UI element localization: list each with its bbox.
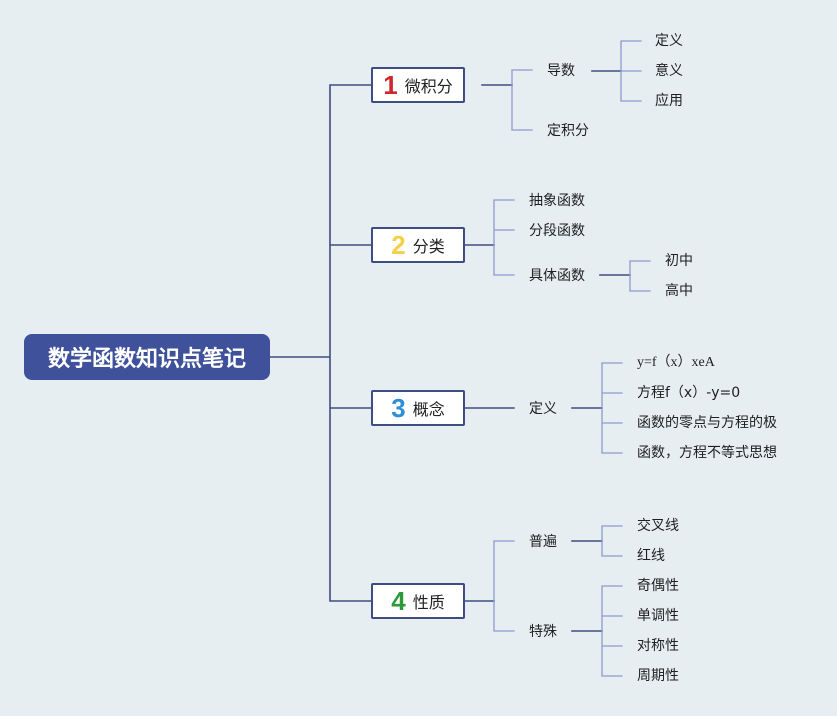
branch-label-1: 微积分 [404, 77, 453, 96]
leaf-jiaochaxian[interactable]: 交叉线 [637, 518, 679, 534]
connector-node-pubian-children [601, 525, 623, 557]
node-teshu[interactable]: 特殊 [529, 624, 557, 640]
branch-number-1: 1 [383, 70, 398, 100]
leaf-daoshu-yiyi[interactable]: 意义 [655, 63, 683, 79]
connector-branch-2-children [493, 199, 515, 276]
branch-number-3: 3 [391, 393, 406, 423]
leaf-fangcheng[interactable]: 方程f（x）-y=0 [637, 385, 741, 401]
node-daoshu[interactable]: 导数 [547, 63, 575, 79]
branch-number-4: 4 [391, 586, 406, 616]
node-pubian[interactable]: 普遍 [529, 534, 557, 550]
leaf-lingdian[interactable]: 函数的零点与方程的极 [637, 415, 777, 431]
node-dingjifen[interactable]: 定积分 [547, 123, 589, 139]
node-jutihanshu[interactable]: 具体函数 [529, 268, 585, 284]
leaf-yfx[interactable]: y=f（x）xeA [637, 355, 715, 370]
branch-node-4[interactable]: 4 性质 [371, 583, 465, 619]
leaf-sixiang[interactable]: 函数，方程不等式思想 [637, 445, 777, 461]
leaf-hongxian[interactable]: 红线 [637, 548, 665, 564]
branch-number-2: 2 [391, 230, 406, 260]
leaf-daoshu-dingyi[interactable]: 定义 [655, 33, 683, 49]
node-fenduanhanshu[interactable]: 分段函数 [529, 223, 585, 239]
connector-root-trunk [269, 84, 372, 602]
leaf-duichenxing[interactable]: 对称性 [637, 638, 679, 654]
node-gainian-dingyi[interactable]: 定义 [529, 401, 557, 417]
leaf-zhouqixing[interactable]: 周期性 [637, 668, 679, 684]
root-label: 数学函数知识点笔记 [47, 347, 246, 372]
branch-node-3[interactable]: 3 概念 [371, 390, 465, 426]
branch-label-4: 性质 [412, 593, 445, 612]
connector-branch-1-children [511, 69, 533, 131]
branch-label-2: 分类 [412, 237, 445, 256]
branch-label-3: 概念 [412, 400, 445, 419]
leaf-dandiaoxing[interactable]: 单调性 [637, 608, 679, 624]
connector-branch-4-children [493, 540, 515, 632]
connector-node-jutihanshu-children [629, 260, 651, 292]
leaf-chuzhong[interactable]: 初中 [665, 253, 693, 269]
node-chouxianghanshu[interactable]: 抽象函数 [529, 193, 585, 209]
leaf-gaozhong[interactable]: 高中 [665, 283, 693, 299]
connector-node-teshu-children [601, 585, 623, 677]
connector-node-daoshu-children [620, 40, 642, 102]
connector-node-dingyi-children [601, 362, 623, 454]
branch-node-1[interactable]: 1 微积分 [371, 67, 465, 103]
root-node[interactable]: 数学函数知识点笔记 [24, 334, 270, 380]
leaf-daoshu-yingyong[interactable]: 应用 [655, 93, 683, 109]
leaf-jiouxing[interactable]: 奇偶性 [637, 578, 679, 594]
branch-node-2[interactable]: 2 分类 [371, 227, 465, 263]
